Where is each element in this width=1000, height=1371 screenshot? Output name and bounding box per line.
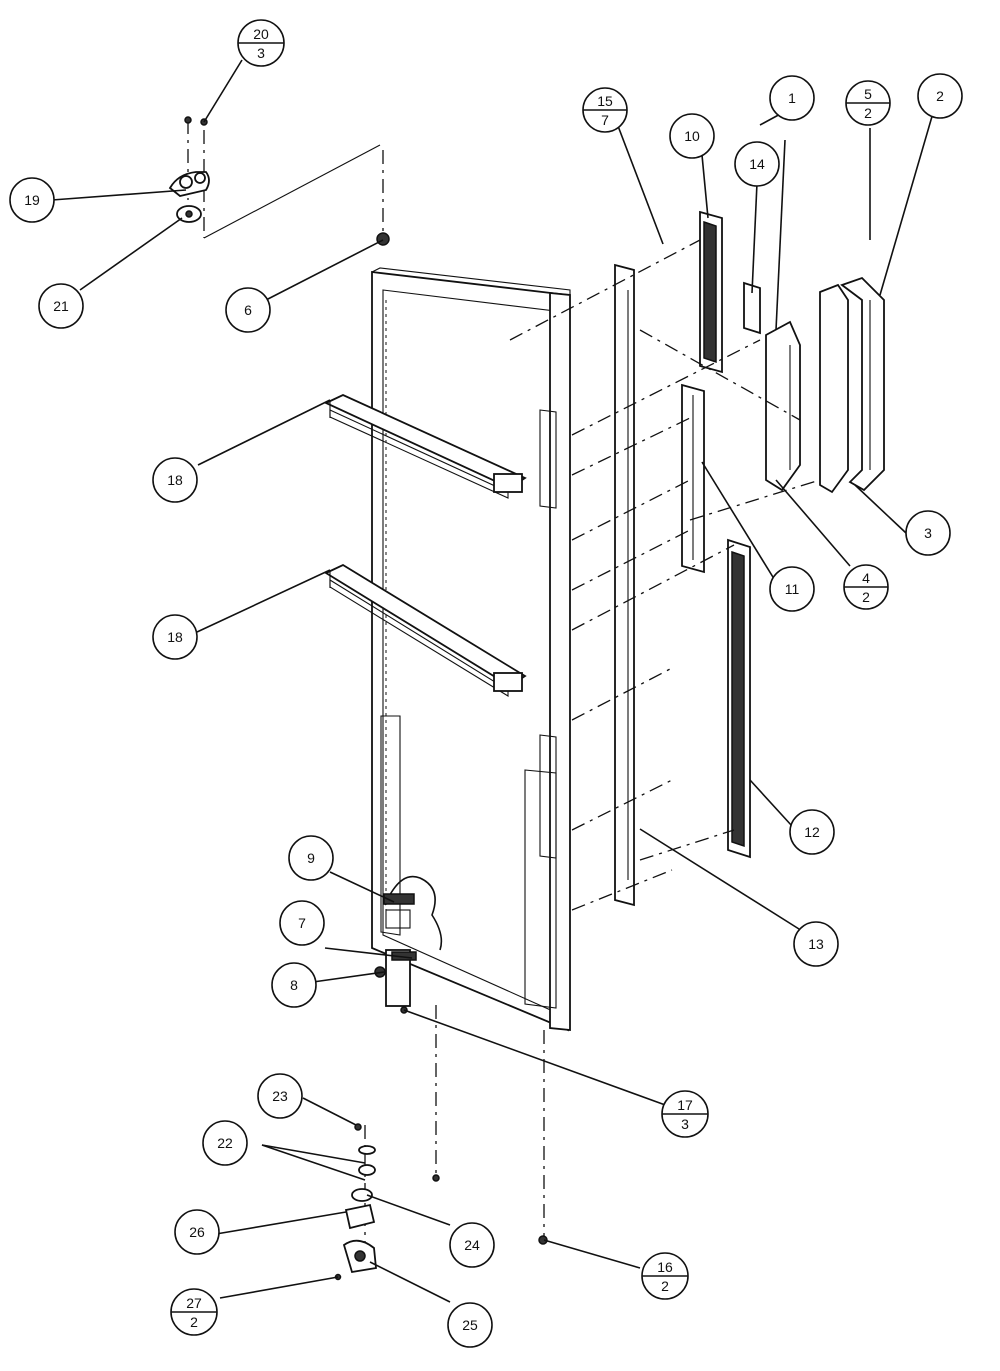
assembly-guide-lines [509,239,821,911]
leader-lines [51,59,934,1303]
callout-circle [279,900,325,946]
callout-number: 23 [272,1088,288,1104]
door-liner-strip [614,263,635,907]
callout-27: 272 [170,1288,218,1336]
callout-1: 1 [769,75,815,121]
callout-22: 22 [202,1120,248,1166]
callout-15: 157 [582,87,628,133]
door-shelf-upper [323,394,527,499]
callout-18a: 18 [152,457,198,503]
callout-quantity: 2 [661,1278,669,1294]
callout-number: 16 [657,1259,673,1275]
callout-21: 21 [38,283,84,329]
callout-16: 162 [641,1252,689,1300]
handle-trim-10 [699,210,723,374]
callout-24: 24 [449,1222,495,1268]
callout-quantity: 2 [190,1314,198,1330]
callout-number: 17 [677,1097,693,1113]
callout-circle [789,809,835,855]
callout-18b: 18 [152,614,198,660]
top-hinge-assembly [168,116,390,246]
door-shelf-lower [324,563,527,697]
callout-number: 10 [684,128,700,144]
callout-number: 6 [244,302,252,318]
handle-trim-11 [681,383,705,574]
callout-5: 52 [845,80,891,126]
callout-13: 13 [793,921,839,967]
callout-number: 26 [189,1224,205,1240]
callout-circle [288,835,334,881]
callout-circle [202,1120,248,1166]
callout-number: 12 [804,824,820,840]
callout-circle [905,510,951,556]
callout-quantity: 3 [257,45,265,61]
callout-circle [669,113,715,159]
callout-number: 21 [53,298,69,314]
callout-number: 24 [464,1237,480,1253]
callout-number: 25 [462,1317,478,1333]
callout-circle [734,141,780,187]
callout-12: 12 [789,809,835,855]
callout-circle [152,457,198,503]
callout-circle [793,921,839,967]
callout-circle [769,75,815,121]
callout-number: 4 [862,570,870,586]
callout-25: 25 [447,1302,493,1348]
callout-6: 6 [225,287,271,333]
callout-2: 2 [917,73,963,119]
callout-number: 13 [808,936,824,952]
callout-number: 14 [749,156,765,172]
callout-number: 9 [307,850,315,866]
callout-19: 19 [9,177,55,223]
callout-number: 22 [217,1135,233,1151]
callout-number: 27 [186,1295,202,1311]
callout-23: 23 [257,1073,303,1119]
callout-20: 203 [237,19,285,67]
callout-number: 8 [290,977,298,993]
callout-3: 3 [905,510,951,556]
callout-14: 14 [734,141,780,187]
callout-11: 11 [769,566,815,612]
callout-circle [769,566,815,612]
callout-number: 19 [24,192,40,208]
callout-circle [449,1222,495,1268]
callout-4: 42 [843,564,889,610]
callout-circle [225,287,271,333]
callout-number: 20 [253,26,269,42]
callout-circle [257,1073,303,1119]
callout-circle [38,283,84,329]
callout-10: 10 [669,113,715,159]
callout-circle [174,1209,220,1255]
callout-circle [152,614,198,660]
callout-26: 26 [174,1209,220,1255]
trim-clip-14 [743,281,761,335]
callout-17: 173 [661,1090,709,1138]
callout-circle [447,1302,493,1348]
callout-number: 2 [936,88,944,104]
callout-number: 18 [167,472,183,488]
callout-9: 9 [288,835,334,881]
callout-quantity: 7 [601,112,609,128]
callout-number: 15 [597,93,613,109]
callout-number: 3 [924,525,932,541]
callout-quantity: 3 [681,1116,689,1132]
callout-number: 1 [788,90,796,106]
callout-quantity: 2 [862,589,870,605]
callout-number: 11 [785,581,800,597]
handle-assembly [765,276,885,494]
callout-8: 8 [271,962,317,1008]
callout-number: 5 [864,86,872,102]
callout-number: 7 [298,915,306,931]
callout-7: 7 [279,900,325,946]
callout-quantity: 2 [864,105,872,121]
callout-circle [271,962,317,1008]
handle-trim-12 [727,538,751,859]
callout-number: 18 [167,629,183,645]
callout-circle [917,73,963,119]
callout-circle [9,177,55,223]
bottom-hinge-assembly [334,949,548,1281]
